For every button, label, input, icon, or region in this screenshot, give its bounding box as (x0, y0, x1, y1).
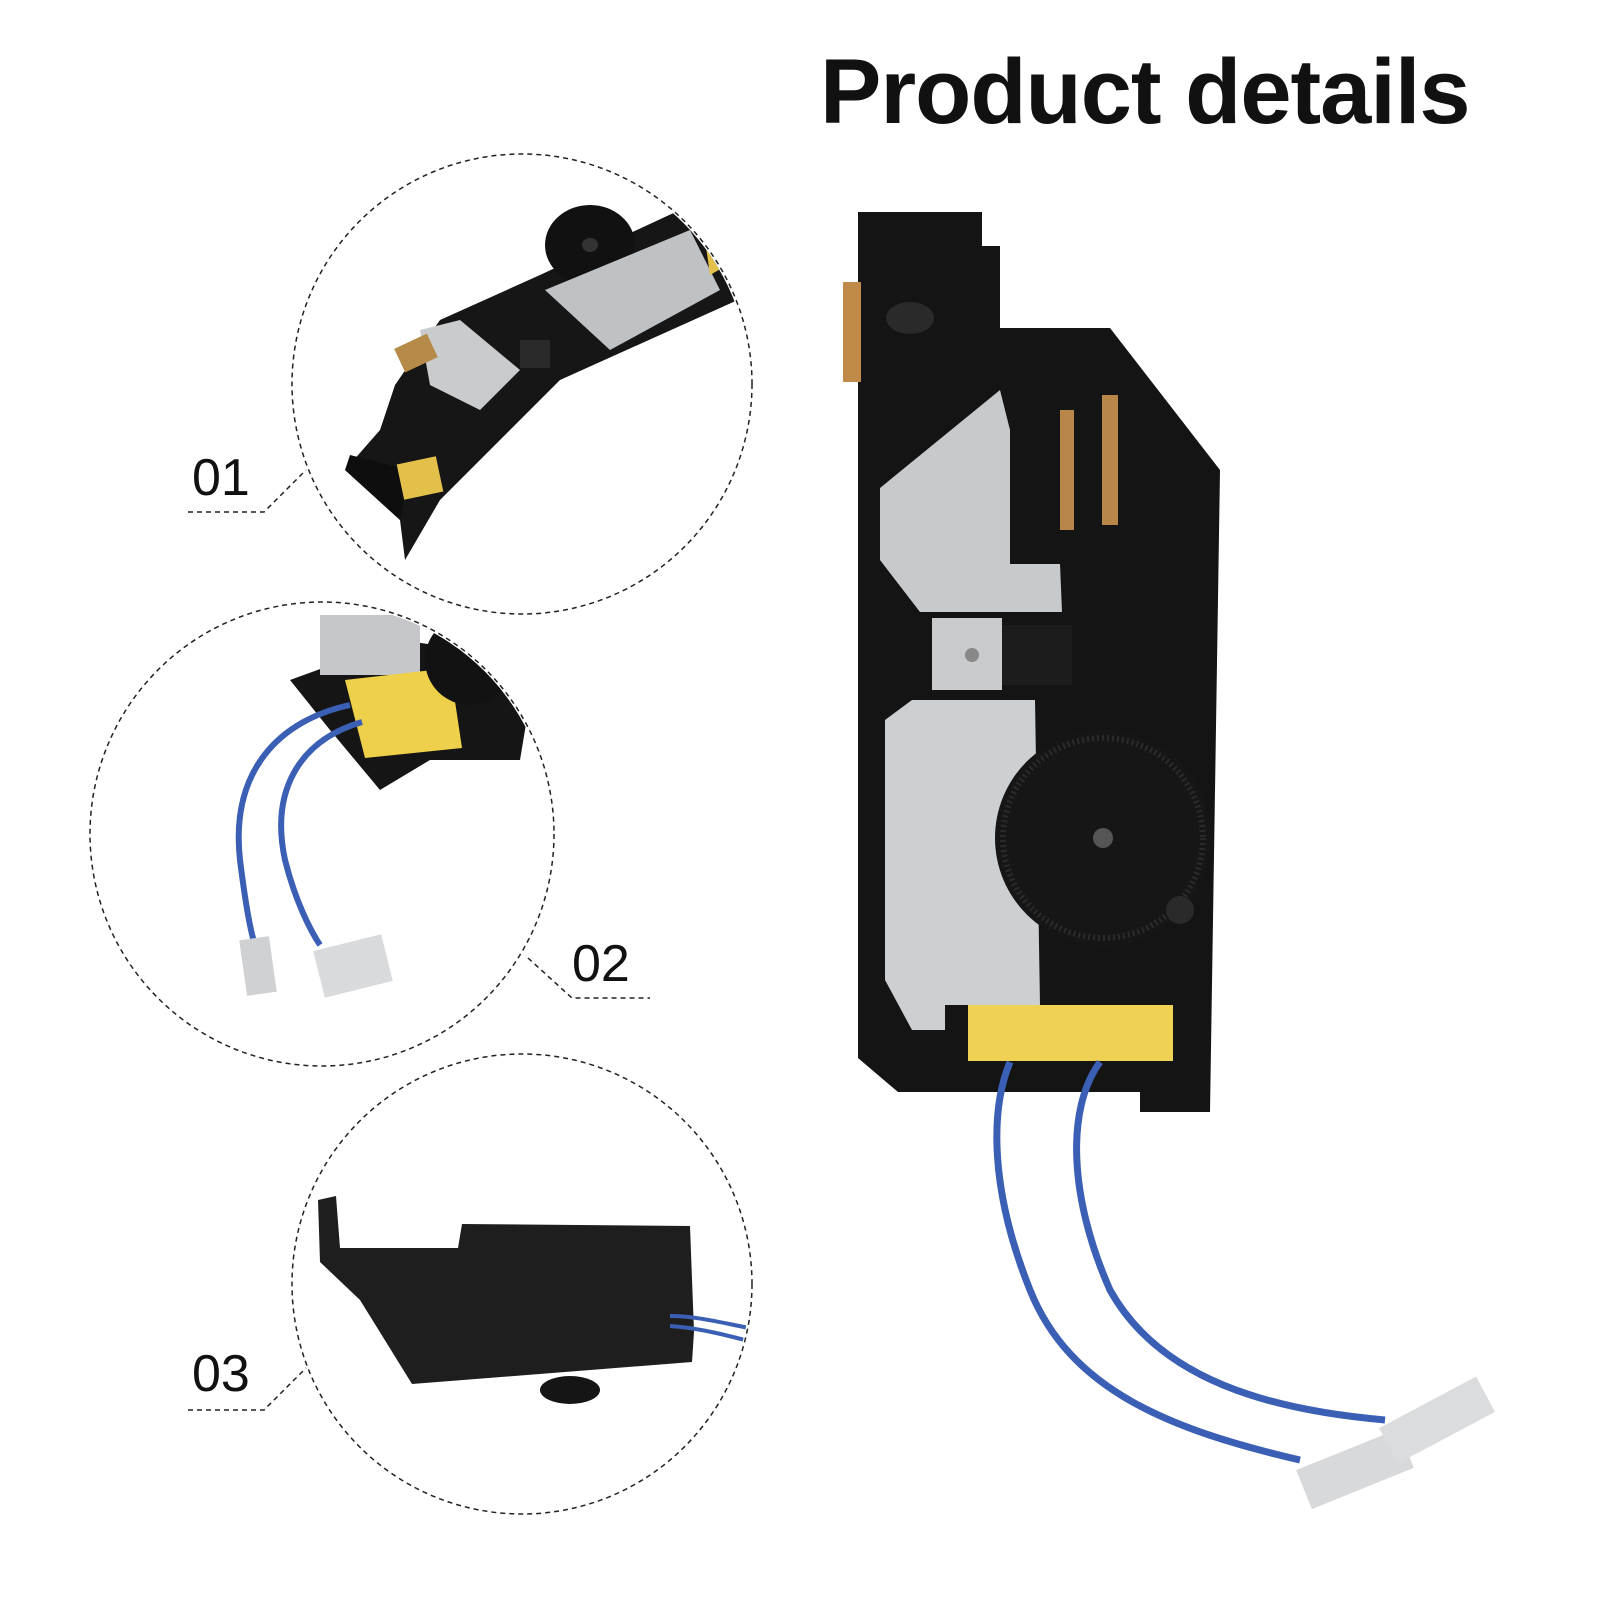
terminal-2 (1379, 1376, 1495, 1464)
detail-01-image (345, 195, 750, 560)
terminal-1 (1296, 1428, 1414, 1510)
callout-label-02: 02 (572, 935, 630, 993)
page-title: Product details (820, 41, 1471, 143)
metal-plate-lower (885, 700, 1040, 1030)
leader-line-03 (188, 1367, 307, 1411)
callout-label-03: 03 (192, 1345, 250, 1403)
detail-03-image (318, 1196, 750, 1404)
detail-circle-01 (291, 153, 753, 615)
wire-1 (993, 1060, 1301, 1464)
leader-line-02 (527, 957, 650, 999)
leader-line-01 (188, 469, 307, 513)
detail-circle-03 (291, 1053, 753, 1515)
capacitor (968, 1005, 1173, 1061)
detail-02-image (235, 615, 530, 998)
wire-2 (1073, 1059, 1386, 1424)
main-product-image (843, 212, 1495, 1510)
callout-label-01: 01 (192, 449, 250, 507)
detail-circle-02 (89, 601, 555, 1067)
metal-bracket-upper (880, 390, 1062, 612)
